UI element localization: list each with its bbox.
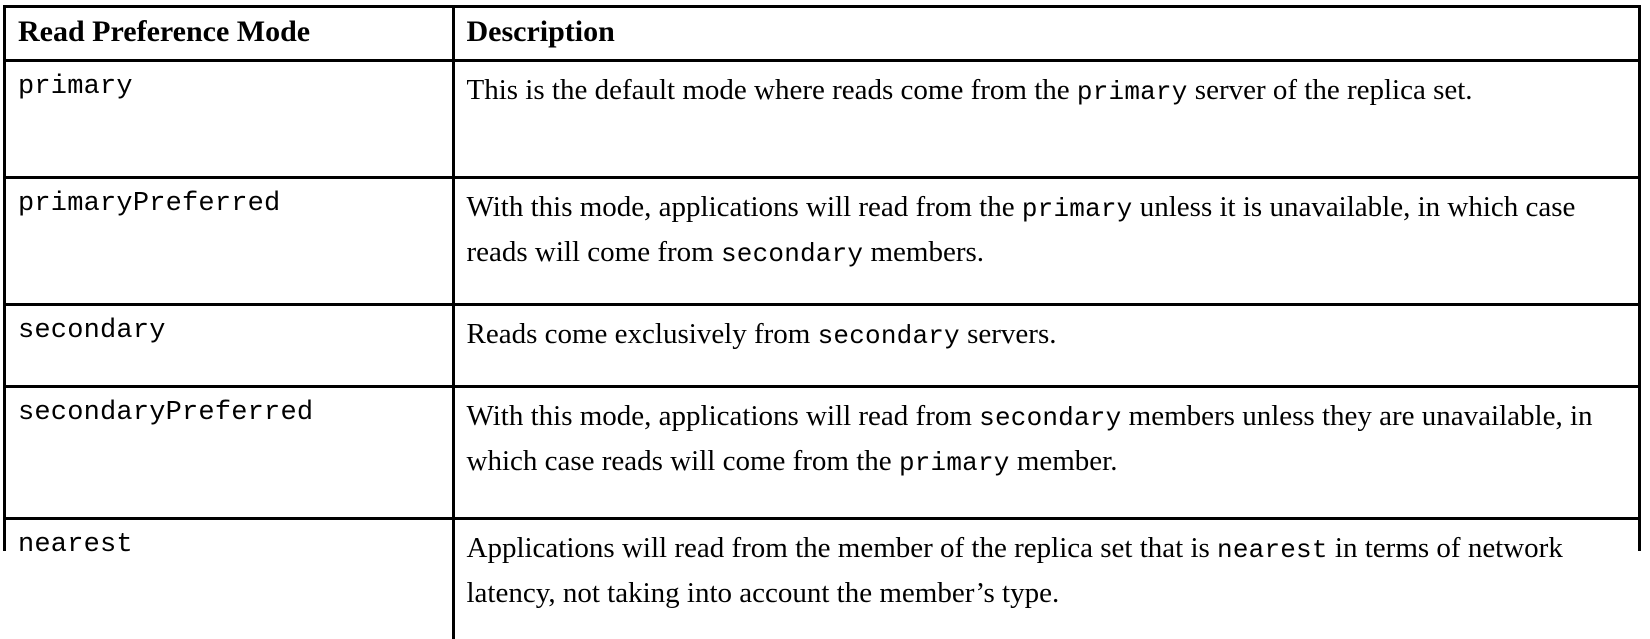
cell-mode-description: With this mode, applications will read f… bbox=[453, 387, 1638, 519]
cell-mode-name: nearest bbox=[6, 519, 453, 639]
cell-mode-description: Reads come exclusively from secondary se… bbox=[453, 305, 1638, 387]
read-preference-table-container: Read Preference Mode Description primary… bbox=[3, 5, 1641, 551]
column-header-read-preference-mode: Read Preference Mode bbox=[6, 8, 453, 61]
table-header-row: Read Preference Mode Description bbox=[6, 8, 1638, 61]
inline-code: secondary bbox=[818, 321, 960, 351]
inline-code: secondary bbox=[721, 239, 863, 269]
table-row: secondaryPreferred With this mode, appli… bbox=[6, 387, 1638, 519]
inline-code: primary bbox=[1022, 194, 1133, 224]
cell-mode-description: With this mode, applications will read f… bbox=[453, 178, 1638, 305]
table-row: secondary Reads come exclusively from se… bbox=[6, 305, 1638, 387]
cell-mode-name: primaryPreferred bbox=[6, 178, 453, 305]
column-header-description: Description bbox=[453, 8, 1638, 61]
read-preference-table: Read Preference Mode Description primary… bbox=[6, 8, 1638, 639]
cell-mode-name: secondary bbox=[6, 305, 453, 387]
table-header: Read Preference Mode Description bbox=[6, 8, 1638, 61]
cell-mode-name: primary bbox=[6, 61, 453, 178]
cell-mode-description: Applications will read from the member o… bbox=[453, 519, 1638, 639]
table-body: primary This is the default mode where r… bbox=[6, 61, 1638, 639]
table-row: primary This is the default mode where r… bbox=[6, 61, 1638, 178]
table-row: nearest Applications will read from the … bbox=[6, 519, 1638, 639]
cell-mode-name: secondaryPreferred bbox=[6, 387, 453, 519]
cell-mode-description: This is the default mode where reads com… bbox=[453, 61, 1638, 178]
table-row: primaryPreferred With this mode, applica… bbox=[6, 178, 1638, 305]
inline-code: nearest bbox=[1217, 535, 1328, 565]
inline-code: primary bbox=[1077, 77, 1188, 107]
inline-code: primary bbox=[899, 448, 1010, 478]
inline-code: secondary bbox=[979, 403, 1121, 433]
